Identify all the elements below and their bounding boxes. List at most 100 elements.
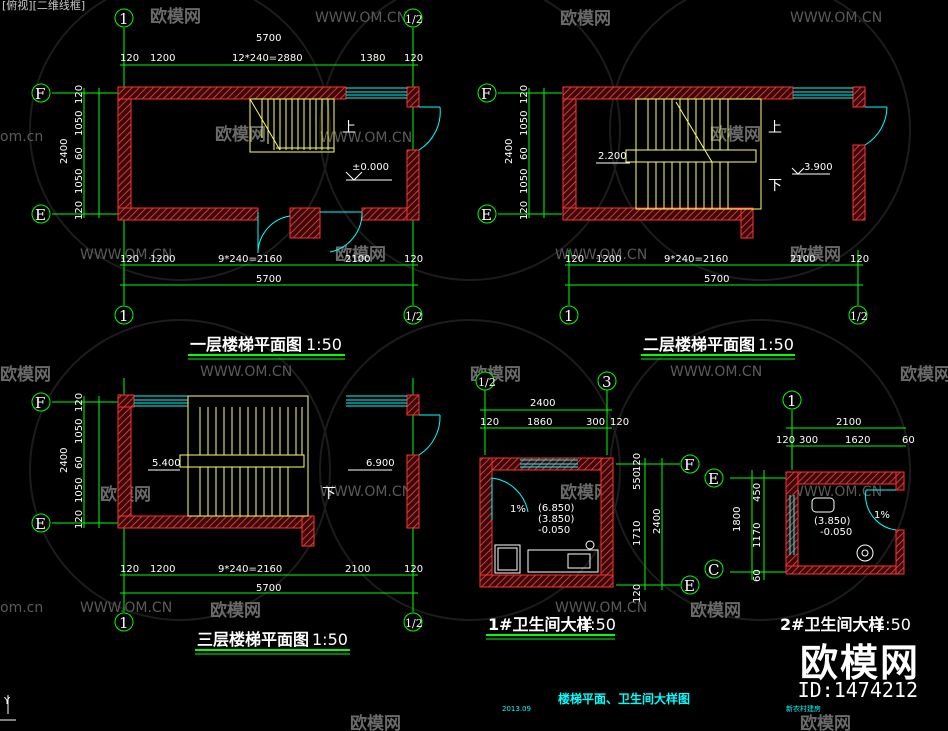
watermark: 欧模网 (335, 244, 386, 265)
level-label: (6.850) (538, 503, 575, 514)
dim: 120 (120, 564, 139, 575)
dim-total: 2100 (836, 417, 861, 428)
fixtures (811, 497, 874, 562)
dim: 120 (850, 254, 869, 265)
level-label: -0.050 (820, 527, 852, 538)
svg-text:120: 120 (74, 393, 85, 412)
dim-total: 5700 (704, 274, 729, 285)
dim-total: 5700 (256, 583, 281, 594)
watermark: 欧模网 (0, 364, 51, 385)
svg-text:1050: 1050 (519, 111, 530, 136)
watermark: 欧模网 (790, 244, 841, 265)
watermark-url: WWW.OM.CN (315, 10, 407, 26)
dim-total: 5700 (256, 274, 281, 285)
dim: 1860 (527, 417, 552, 428)
level-label: -0.050 (538, 525, 570, 536)
dim: 1200 (150, 254, 175, 265)
svg-text:1050: 1050 (74, 169, 85, 194)
svg-text:1/2: 1/2 (478, 376, 496, 389)
svg-text:60: 60 (74, 456, 85, 469)
dim: 60 (902, 435, 915, 446)
stair-direction: 下 (768, 178, 782, 194)
bath1-detail[interactable]: 1% (6.850) (3.850) -0.050 2400 120 1860 … (475, 371, 700, 640)
svg-text:60: 60 (752, 569, 763, 582)
svg-text:E: E (708, 470, 719, 488)
svg-text:1/2: 1/2 (850, 310, 868, 323)
watermark: 欧模网 (210, 600, 261, 621)
svg-text:1: 1 (119, 614, 129, 632)
plan-scale: 1:50 (312, 630, 348, 649)
sheet-project: 新农村建房 (786, 704, 821, 713)
svg-text:2400: 2400 (59, 448, 70, 473)
svg-text:120: 120 (632, 584, 643, 603)
dim: 1380 (360, 53, 385, 64)
level-label: (3.850) (814, 516, 851, 527)
svg-text:550: 550 (632, 471, 643, 490)
svg-text:1: 1 (119, 307, 129, 325)
plan-title: 2#卫生间大样 (780, 615, 885, 634)
level-label: 3.900 (804, 162, 833, 173)
level-label: 5.400 (152, 458, 181, 469)
svg-text:1050: 1050 (74, 111, 85, 136)
plan-title: 1#卫生间大样 (488, 615, 593, 634)
watermark: 欧模网 (710, 124, 761, 145)
plan-title: 三层楼梯平面图 (197, 630, 309, 649)
svg-text:1710: 1710 (632, 521, 643, 546)
viewport-label[interactable]: [俯视][二维线框] (2, 0, 86, 12)
watermark-url: WWW.OM.CN (200, 364, 292, 380)
watermark-url: om.cn (0, 600, 43, 616)
dim: 12*240=2880 (232, 53, 303, 64)
left-dims: 120 1050 60 1050 120 2400 (59, 393, 85, 529)
stair (249, 98, 335, 153)
axis-lines (480, 390, 680, 590)
sheet-title: 楼梯平面、卫生间大样图 (558, 691, 690, 706)
svg-text:60: 60 (519, 147, 530, 160)
svg-text:F: F (35, 394, 45, 412)
axis-bubbles: 1 1/2 1 1/2 F E (31, 8, 423, 325)
watermark: 欧模网 (560, 482, 611, 503)
svg-text:1050: 1050 (74, 478, 85, 503)
dim: 9*240=2160 (218, 564, 282, 575)
bath2-detail[interactable]: (3.850) -0.050 1% 2100 120 300 1620 60 4… (704, 390, 915, 634)
watermark-url: WWW.OM.CN (320, 484, 412, 500)
dim: 2100 (790, 254, 815, 265)
svg-text:1/2: 1/2 (405, 310, 423, 323)
left-dims: 450 1170 60 1800 (732, 483, 763, 582)
watermark-url: WWW.OM.CN (555, 247, 647, 263)
floor1-plan[interactable]: 上 ±0.000 5700 120 1200 12*240=2880 1380 … (31, 8, 441, 360)
svg-text:120: 120 (74, 510, 85, 529)
svg-text:120: 120 (74, 85, 85, 104)
watermark: 欧模网 (150, 6, 201, 27)
slope-label: 1% (874, 510, 890, 521)
dim: 120 (120, 53, 139, 64)
watermark-url: WWW.OM.CN (320, 130, 412, 146)
watermark-url: WWW.OM.CN (790, 10, 882, 26)
floor3-plan[interactable]: 下 5.400 6.900 120 1200 9*240=2160 2100 1… (31, 378, 441, 655)
dim: 2100 (345, 254, 370, 265)
watermark: 欧模网 (215, 124, 266, 145)
door (257, 106, 441, 254)
door (865, 489, 897, 531)
watermark-url: WWW.OM.CN (80, 600, 172, 616)
svg-text:2400: 2400 (504, 139, 515, 164)
axis-lines (498, 88, 863, 305)
floor2-plan[interactable]: 上 下 2.200 3.900 120 1200 9*240=2160 2100… (477, 83, 888, 360)
axis-lines (52, 28, 418, 305)
window (134, 395, 407, 407)
dim: 120 (480, 417, 499, 428)
dim: 120 (404, 53, 423, 64)
sheet-title-block: 楼梯平面、卫生间大样图 2013.09 新农村建房 (502, 691, 821, 713)
svg-text:E: E (35, 515, 46, 533)
fixtures (494, 540, 599, 574)
dim: 300 (586, 417, 605, 428)
watermark-url: WWW.OM.CN (790, 484, 882, 500)
watermark-arcs (29, 0, 911, 621)
watermark-url: WWW.OM.CN (670, 364, 762, 380)
plan-scale: 1:50 (580, 615, 616, 634)
svg-text:2400: 2400 (59, 139, 70, 164)
plan-scale: 1:50 (875, 615, 911, 634)
svg-text:1: 1 (119, 10, 129, 28)
dim: 9*240=2160 (218, 254, 282, 265)
door (491, 477, 529, 520)
